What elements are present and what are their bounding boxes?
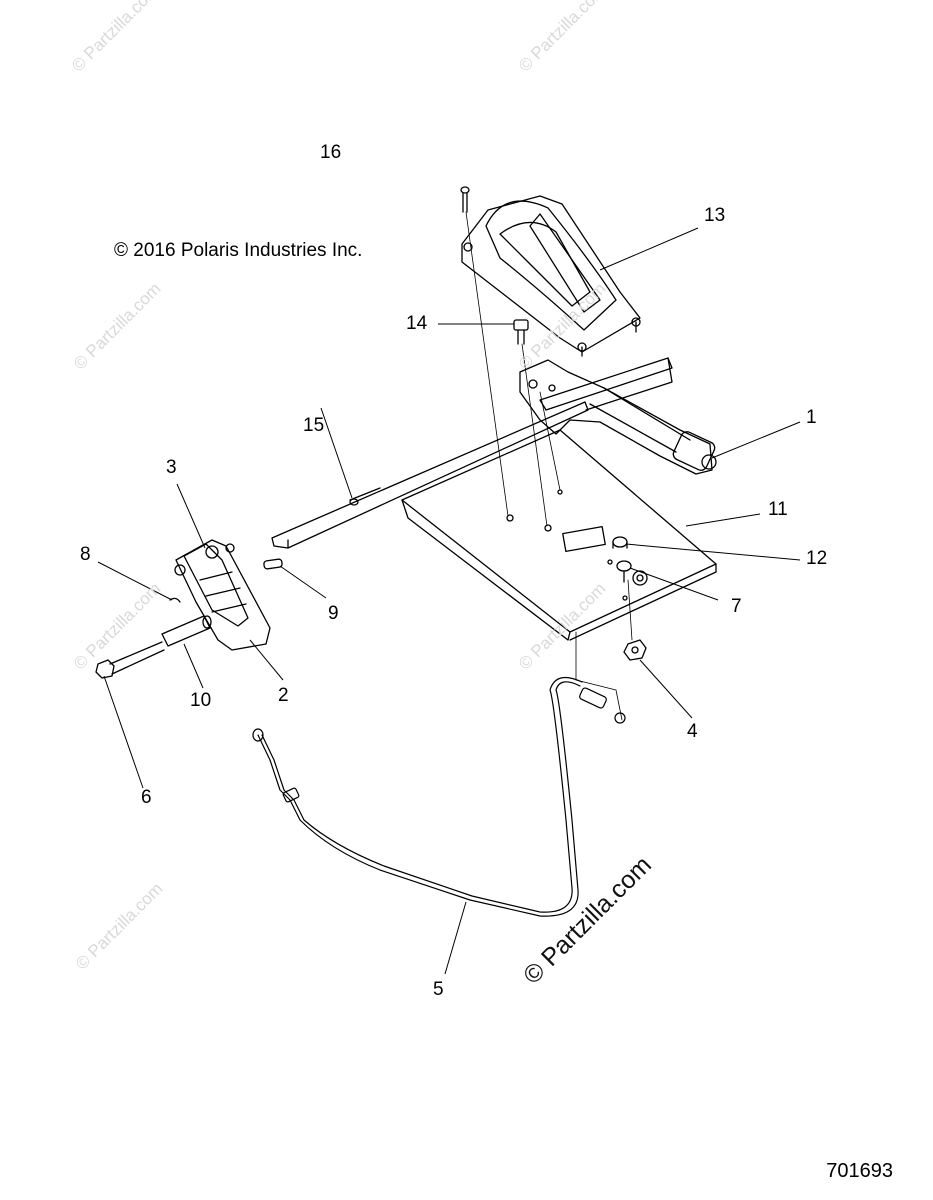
callout-2: 2 xyxy=(278,685,289,706)
brake-handle-part xyxy=(519,359,717,475)
clevis-pin-part xyxy=(263,558,283,570)
pivot-bracket-part xyxy=(174,539,271,651)
callout-9: 9 xyxy=(328,603,339,624)
callout-16: 16 xyxy=(320,142,342,163)
callout-15: 15 xyxy=(303,415,325,436)
callout-10: 10 xyxy=(190,690,212,711)
leader-lines xyxy=(97,227,801,975)
hex-nut-4-part xyxy=(623,639,647,661)
shifter-cover-part xyxy=(461,195,641,357)
hex-bolt-part xyxy=(95,641,165,679)
flange-nut-part xyxy=(513,319,529,345)
callout-5: 5 xyxy=(433,979,444,1000)
brake-cable-part xyxy=(252,676,626,917)
copyright-notice: © 2016 Polaris Industries Inc. xyxy=(114,240,363,261)
callout-3: 3 xyxy=(166,457,177,478)
callout-7: 7 xyxy=(731,596,742,617)
callout-6: 6 xyxy=(141,787,152,808)
document-number: 701693 xyxy=(826,1160,893,1182)
callout-1: 1 xyxy=(806,407,817,428)
mounting-plate-part xyxy=(401,429,717,641)
hex-nut-7-part xyxy=(616,560,632,583)
callout-14: 14 xyxy=(406,313,428,334)
top-screw-part xyxy=(460,186,470,213)
rear-bracket-part xyxy=(539,357,673,411)
callout-4: 4 xyxy=(687,721,698,742)
assembly-lines xyxy=(465,211,633,721)
callout-12: 12 xyxy=(806,548,828,569)
spacer-sleeve-part xyxy=(161,615,212,647)
callout-11: 11 xyxy=(768,499,788,520)
hex-nut-12-part xyxy=(612,536,628,549)
callout-8: 8 xyxy=(80,544,91,565)
callout-13: 13 xyxy=(704,205,726,226)
